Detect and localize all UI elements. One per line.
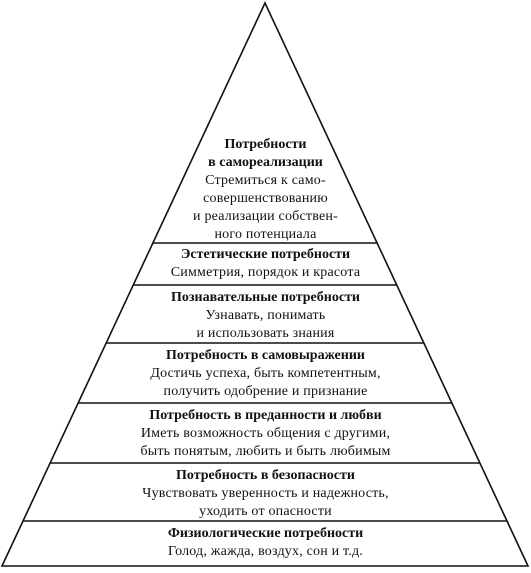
- level-title: Потребность в преданности и любви: [149, 408, 382, 423]
- level-title: Эстетические потребности: [180, 247, 351, 262]
- level-description: Достичь успеха, быть компетентным,: [150, 366, 381, 381]
- level-title: Потребность в безопасности: [176, 468, 355, 483]
- level-description: уходить от опасности: [199, 504, 332, 519]
- level-title: Познавательные потребности: [171, 290, 360, 305]
- level-title: Потребности: [224, 137, 307, 152]
- level-title: в самореализации: [208, 155, 323, 170]
- level-description: ного потенциала: [214, 227, 317, 242]
- level-description: совершенствованию: [203, 191, 328, 206]
- level-title: Потребность в самовыражении: [166, 348, 365, 363]
- level-description: и реализации собствен-: [193, 209, 338, 224]
- level-description: Узнавать, понимать: [205, 308, 326, 323]
- level-title: Физиологические потребности: [167, 526, 364, 541]
- level-description: быть понятым, любить и быть любимым: [140, 444, 391, 459]
- level-description: Стремиться к само-: [205, 173, 326, 188]
- level-dividers: [23, 242, 507, 522]
- level-description: и использовать знания: [196, 326, 335, 341]
- level-description: Голод, жажда, воздух, сон и т.д.: [168, 544, 363, 559]
- level-description: получить одобрение и признание: [163, 384, 368, 399]
- level-description: Чувствовать уверенность и надежность,: [142, 486, 389, 501]
- level-description: Иметь возможность общения с другими,: [140, 426, 391, 441]
- level-description: Симметрия, порядок и красота: [170, 265, 361, 280]
